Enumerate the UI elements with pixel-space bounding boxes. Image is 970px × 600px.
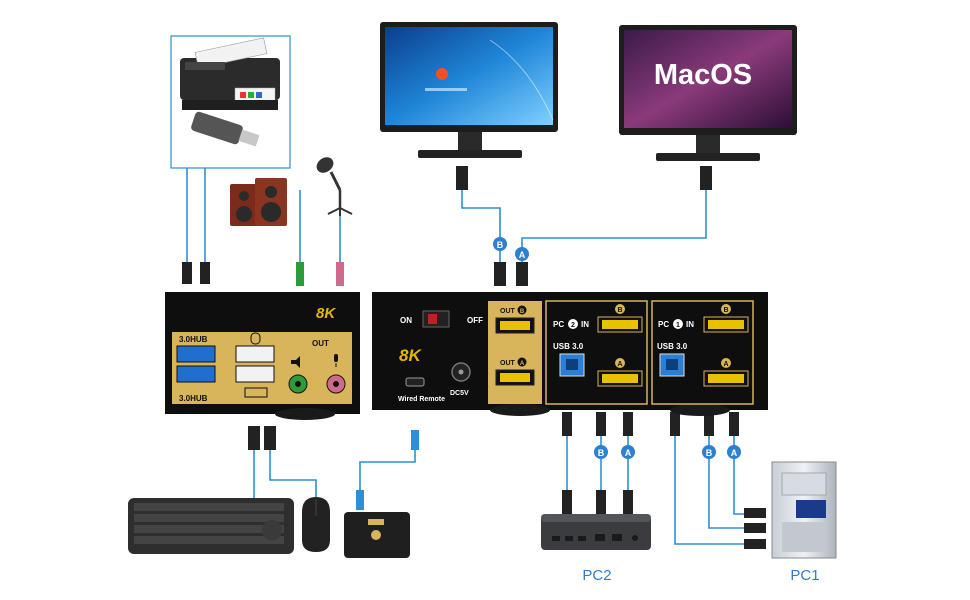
kvm-main-panel: ON OFF 8K Wired Remote DC5V OUT B OUT A … — [372, 292, 768, 416]
microphone-icon — [316, 157, 353, 216]
pc1-label: PC1 — [790, 567, 819, 584]
connector-badge-pc2-b: B — [594, 445, 608, 459]
connector-badge-pc2-a: A — [621, 445, 635, 459]
speaker-jack-icon — [291, 356, 300, 368]
macos-screen-text: MacOS — [654, 59, 752, 91]
power-on-label: ON — [400, 316, 412, 325]
svg-text:A: A — [520, 361, 525, 367]
usb2-port-top — [235, 345, 275, 363]
connector-badge-top-b: B — [493, 237, 507, 251]
pc2-in-suffix: IN — [581, 320, 589, 329]
keyboard-device-icon — [128, 498, 294, 554]
usb3-port-top — [176, 345, 216, 363]
svg-text:A: A — [731, 448, 738, 458]
hub-top-label: 3.0HUB — [179, 335, 208, 344]
pc1-port-a-letter: A — [723, 361, 728, 368]
printer-icon — [180, 37, 280, 110]
pc2-mini-computer-icon — [541, 514, 651, 550]
mouse-device-icon — [302, 497, 330, 552]
out-b-label: OUT — [500, 308, 516, 315]
mouse-icon — [250, 332, 261, 345]
keyboard-icon — [244, 387, 268, 398]
pc1-in-prefix: PC — [658, 320, 669, 329]
svg-text:B: B — [497, 240, 504, 250]
svg-text:A: A — [625, 448, 632, 458]
kvm-left-panel: 8K 3.0HUB 3.0HUB OUT — [165, 292, 360, 420]
wired-remote-icon — [344, 512, 410, 558]
pc2-label: PC2 — [582, 567, 611, 584]
pc1-usb3-label: USB 3.0 — [657, 342, 688, 351]
wired-remote-label: Wired Remote — [398, 396, 445, 403]
out-a-label: OUT — [500, 360, 516, 367]
usb3-port-bottom — [176, 365, 216, 383]
speakers-icon — [230, 178, 287, 226]
usb-flash-drive-icon — [191, 111, 260, 147]
main-8k-badge: 8K — [399, 346, 422, 365]
pc1-port-b-letter: B — [723, 307, 728, 314]
monitor-windows — [380, 22, 558, 158]
monitor-macos: MacOS — [619, 25, 797, 161]
pc2-in-number: 2 — [571, 322, 575, 329]
wired-remote-port — [405, 377, 425, 387]
left-8k-badge: 8K — [316, 305, 336, 322]
usb2-port-bottom — [235, 365, 275, 383]
svg-text:B: B — [520, 309, 525, 315]
connector-badge-top-a: A — [515, 247, 529, 261]
connector-badge-pc1-b: B — [702, 445, 716, 459]
pc1-in-number: 1 — [676, 322, 680, 329]
svg-text:B: B — [598, 448, 605, 458]
audio-out-label: OUT — [312, 339, 329, 348]
power-off-label: OFF — [467, 316, 483, 325]
svg-text:A: A — [519, 250, 526, 260]
pc2-port-b-letter: B — [617, 307, 622, 314]
microphone-jack-icon — [334, 354, 338, 367]
hub-bottom-label: 3.0HUB — [179, 394, 208, 403]
dc5v-label: DC5V — [450, 390, 469, 397]
connector-badge-pc1-a: A — [727, 445, 741, 459]
svg-text:B: B — [706, 448, 713, 458]
peripheral-box — [170, 35, 291, 169]
pc2-in-prefix: PC — [553, 320, 564, 329]
pc1-in-suffix: IN — [686, 320, 694, 329]
pc2-usb3-label: USB 3.0 — [553, 342, 584, 351]
connector-plugs — [182, 166, 766, 549]
pc1-tower-computer-icon — [771, 461, 837, 559]
pc2-port-a-letter: A — [617, 361, 622, 368]
